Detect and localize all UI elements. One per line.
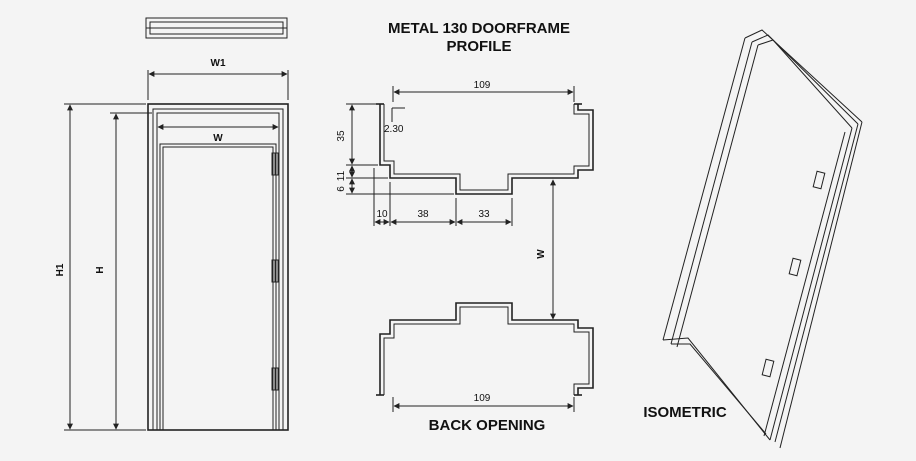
dim-seg-33: 33	[478, 209, 490, 220]
label-w1: W1	[211, 58, 226, 69]
dimension-h1: H1	[55, 103, 146, 431]
dim-opening-w: W	[536, 249, 547, 259]
dim-bottom-width: 109	[474, 393, 491, 404]
dimension-bottom-109: 109	[392, 393, 575, 412]
label-h1: H1	[55, 263, 66, 276]
dim-depth: 35	[336, 130, 347, 142]
caption-back-opening: BACK OPENING	[429, 417, 546, 434]
hinge-top	[271, 152, 279, 176]
dimension-opening-w: W	[536, 179, 556, 320]
title-line-1: METAL 130 DOORFRAME	[388, 20, 570, 37]
dimension-rebates: 11 6	[336, 165, 454, 195]
dim-thickness: 2.30	[384, 124, 404, 135]
label-w: W	[213, 133, 223, 144]
dimension-thickness: 2.30	[384, 107, 405, 135]
frame-top-view	[145, 17, 288, 39]
dim-seg-10: 10	[376, 209, 388, 220]
dimension-h: H	[95, 112, 152, 430]
dim-top-width: 109	[474, 80, 491, 91]
dim-rebate-11: 11	[336, 170, 347, 181]
dimension-segments: 10 38 33	[373, 168, 513, 226]
dim-rebate-6: 6	[336, 186, 347, 192]
door-elevation	[147, 103, 289, 431]
title-line-2: PROFILE	[446, 38, 511, 55]
profile-top	[376, 103, 594, 195]
iso-hinge-top	[812, 170, 826, 190]
hinge-middle	[271, 259, 279, 283]
dimension-w: W	[157, 124, 279, 144]
label-h: H	[95, 266, 106, 273]
dimension-top-109: 109	[392, 80, 575, 102]
isometric-view	[662, 29, 863, 449]
hinge-bottom	[271, 367, 279, 391]
profile-bottom	[376, 302, 594, 396]
iso-hinge-bottom	[761, 358, 775, 378]
caption-isometric: ISOMETRIC	[643, 404, 727, 421]
dimension-w1: W1	[147, 58, 289, 100]
iso-hinge-middle	[788, 257, 802, 277]
dim-seg-38: 38	[417, 209, 429, 220]
dimension-depth: 35	[336, 103, 378, 166]
